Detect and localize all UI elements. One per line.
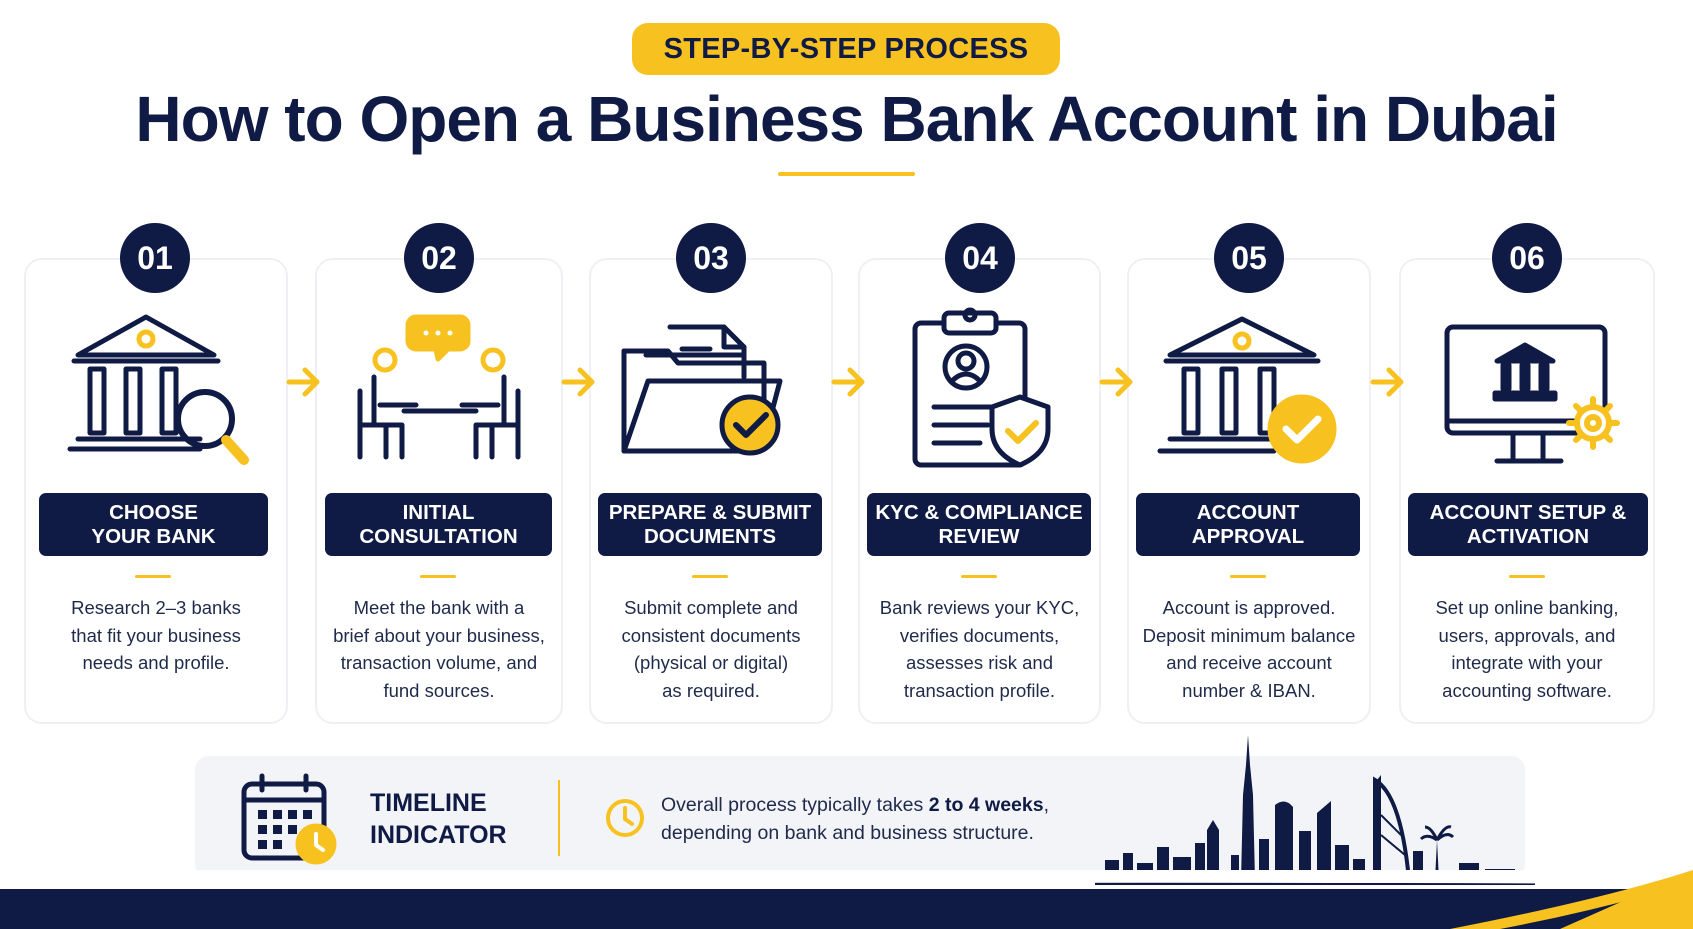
step-divider xyxy=(961,575,997,578)
arrow-right-icon xyxy=(561,367,595,397)
timeline-text: Overall process typically takes 2 to 4 w… xyxy=(661,794,1050,844)
step-card-5 xyxy=(1127,258,1371,724)
folder-check-icon xyxy=(621,324,783,456)
step-card-1 xyxy=(24,258,288,724)
step-description-4: Bank reviews your KYC,verifies documents… xyxy=(879,597,1080,701)
arrow-right-icon xyxy=(831,367,865,397)
bank-search-icon xyxy=(67,314,249,465)
step-number-5: 05 xyxy=(1214,223,1284,293)
step-description-6: Set up online banking,users, approvals, … xyxy=(1435,597,1619,701)
section-badge: STEP-BY-STEP PROCESS xyxy=(632,23,1060,75)
arrow-right-icon xyxy=(286,367,320,397)
clipboard-shield-icon xyxy=(912,307,1051,468)
step-card-3 xyxy=(589,258,833,724)
step-card-6 xyxy=(1399,258,1655,724)
step-description-5: Account is approved.Deposit minimum bala… xyxy=(1142,597,1356,701)
meeting-icon xyxy=(357,314,521,460)
monitor-gear-icon xyxy=(1444,324,1620,464)
page-title: How to Open a Business Bank Account in D… xyxy=(135,83,1558,155)
step-divider xyxy=(135,575,171,578)
step-number-4: 04 xyxy=(945,223,1015,293)
step-number-6: 06 xyxy=(1492,223,1562,293)
bank-check-icon xyxy=(1157,316,1337,464)
title-underline xyxy=(778,172,915,176)
step-divider xyxy=(1509,575,1545,578)
step-number-1: 01 xyxy=(120,223,190,293)
arrow-right-icon xyxy=(1370,367,1404,397)
step-number-3: 03 xyxy=(676,223,746,293)
step-card-4 xyxy=(858,258,1101,724)
step-number-2: 02 xyxy=(404,223,474,293)
arrow-right-icon xyxy=(1099,367,1133,397)
step-divider xyxy=(420,575,456,578)
step-divider xyxy=(1230,575,1266,578)
timeline-divider xyxy=(558,780,560,856)
calendar-clock-icon xyxy=(241,773,337,865)
step-title-6: ACCOUNT SETUP &ACTIVATION xyxy=(1408,493,1648,556)
step-divider xyxy=(692,575,728,578)
footer-band xyxy=(0,870,1693,929)
dubai-skyline-icon xyxy=(1095,735,1535,885)
clock-icon xyxy=(606,799,644,837)
